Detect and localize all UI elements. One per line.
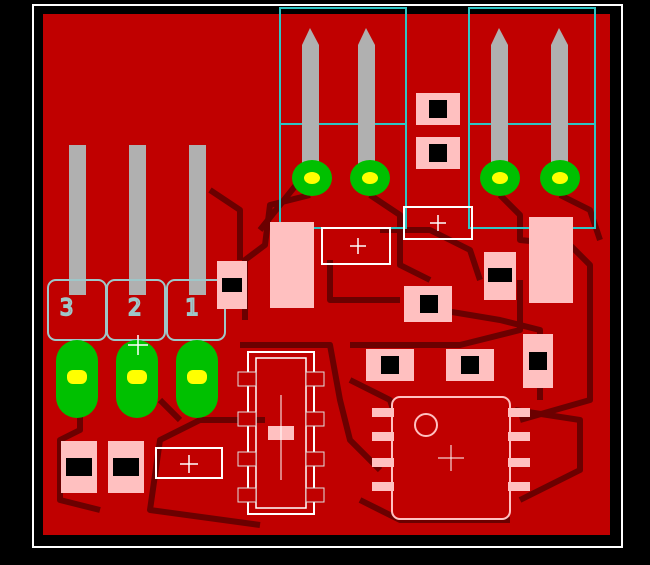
board-outline [32, 4, 623, 548]
svg-text:1: 1 [185, 296, 198, 321]
bt1-pins [302, 28, 375, 175]
u1-dip8[interactable] [237, 351, 325, 515]
sw1-pins [491, 28, 568, 175]
j1-labels: 3 2 1 [59, 295, 199, 322]
j1-pads[interactable] [56, 340, 218, 418]
crosshairs [128, 215, 446, 473]
svg-text:3: 3 [60, 296, 73, 321]
u2-soic8[interactable] [372, 396, 530, 520]
j1-header-pins [69, 145, 206, 295]
smd-marks [66, 100, 547, 476]
top-connector-pads[interactable] [292, 160, 580, 196]
svg-text:2: 2 [128, 296, 141, 321]
